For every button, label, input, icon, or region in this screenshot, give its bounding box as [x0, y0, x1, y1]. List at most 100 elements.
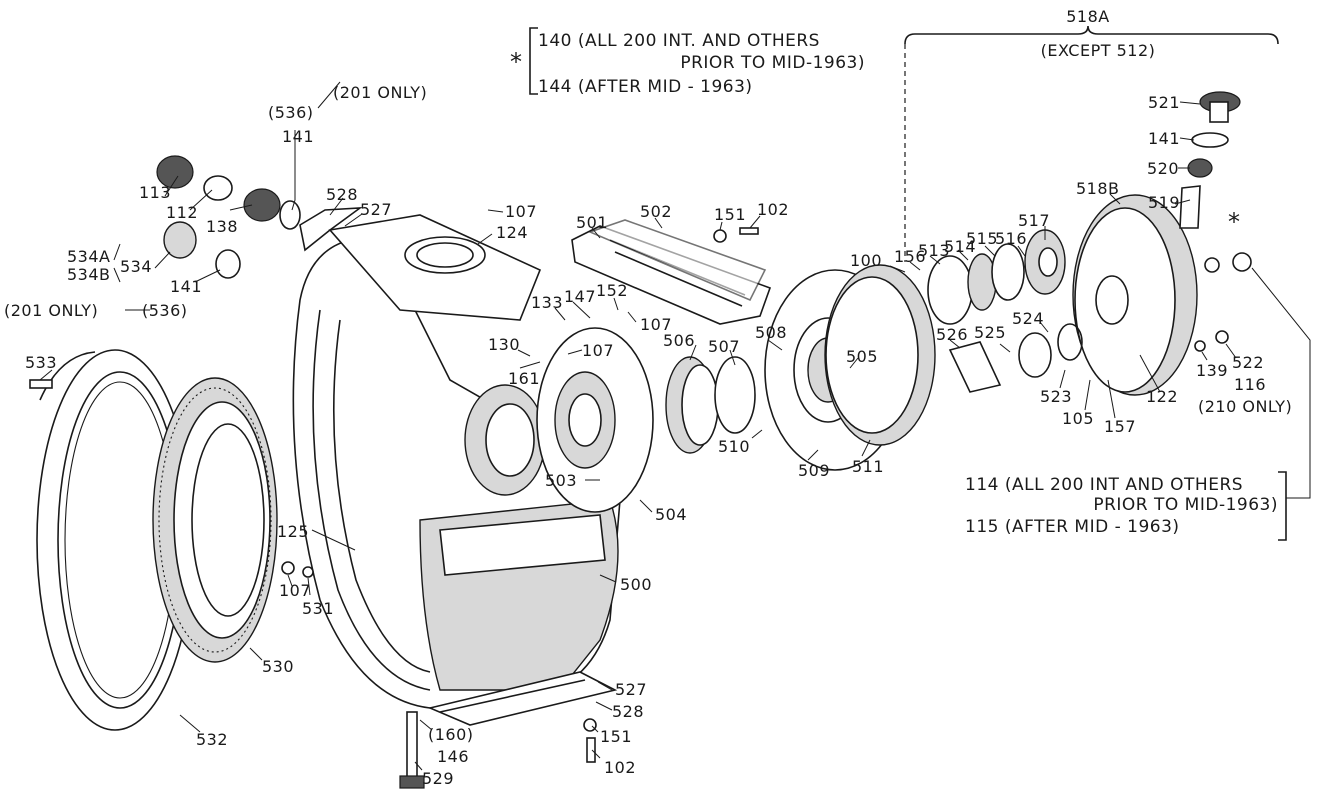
label-516: 516 [995, 229, 1027, 248]
cover-518b [1072, 194, 1198, 396]
label-511: 511 [852, 457, 884, 476]
hardware [29, 227, 1252, 789]
label-141b: 141 [170, 277, 202, 296]
housing-500 [292, 214, 621, 709]
label-107d: 107 [279, 581, 311, 600]
top-note-line3: 144 (AFTER MID - 1963) [538, 77, 753, 97]
top-note-line2: PRIOR TO MID-1963) [680, 53, 865, 73]
label-506: 506 [663, 331, 695, 350]
label-151b: 151 [600, 727, 632, 746]
label-156: 156 [894, 247, 926, 266]
label-522: 522 [1232, 353, 1264, 372]
label-528a: 528 [326, 185, 358, 204]
label-514: 514 [944, 237, 976, 256]
label-502: 502 [640, 202, 672, 221]
top-note-star: * [510, 48, 523, 76]
label-515: 515 [966, 229, 998, 248]
label-201-only-b: (201 ONLY) [4, 301, 98, 320]
label-534a: 534A [67, 247, 110, 266]
label-534: 534 [120, 257, 152, 276]
label-139: 139 [1196, 361, 1228, 380]
label-500: 500 [620, 575, 652, 594]
right-note: 114 (ALL 200 INT AND OTHERS PRIOR TO MID… [965, 267, 1311, 541]
gasket-501-502 [571, 219, 772, 325]
label-100: 100 [850, 251, 882, 270]
label-116: 116 [1234, 375, 1266, 394]
label-141a: 141 [282, 127, 314, 146]
label-520: 520 [1147, 159, 1179, 178]
label-528b: 528 [612, 702, 644, 721]
bearing-housing-504 [536, 327, 654, 513]
label-130: 130 [488, 335, 520, 354]
label-533: 533 [25, 353, 57, 372]
label-536b: (536) [142, 301, 188, 320]
label-138: 138 [206, 217, 238, 236]
label-210-only: (210 ONLY) [1198, 397, 1292, 416]
label-124: 124 [496, 223, 528, 242]
label-521: 521 [1148, 93, 1180, 112]
label-527b: 527 [615, 680, 647, 699]
label-531: 531 [302, 599, 334, 618]
label-507: 507 [708, 337, 740, 356]
label-152: 152 [596, 281, 628, 300]
label-157: 157 [1104, 417, 1136, 436]
leader-lines [39, 81, 1237, 771]
group-518a: 518A (EXCEPT 512) [904, 7, 1279, 262]
label-529: 529 [422, 769, 454, 788]
label-122: 122 [1146, 387, 1178, 406]
label-113: 113 [139, 183, 171, 202]
label-125: 125 [277, 522, 309, 541]
label-112: 112 [166, 203, 198, 222]
parts-523-526 [948, 323, 1083, 393]
label-501: 501 [576, 213, 608, 232]
top-note-line1: 140 (ALL 200 INT. AND OTHERS [538, 31, 820, 51]
label-505: 505 [846, 347, 878, 366]
label-518b: 518B [1076, 179, 1120, 198]
label-523: 523 [1040, 387, 1072, 406]
label-107a: 107 [505, 202, 537, 221]
label-141c: 141 [1148, 129, 1180, 148]
label-525: 525 [974, 323, 1006, 342]
impeller-530 [152, 377, 278, 663]
parts-513-517 [927, 229, 1066, 325]
label-105: 105 [1062, 409, 1094, 428]
label-151a: 151 [714, 205, 746, 224]
label-510: 510 [718, 437, 750, 456]
right-note-line2: PRIOR TO MID-1963) [1093, 495, 1278, 515]
label-519: 519 [1148, 193, 1180, 212]
group-brace [904, 25, 1279, 45]
label-527a: 527 [360, 200, 392, 219]
label-509: 509 [798, 461, 830, 480]
label-503: 503 [545, 471, 577, 490]
cover-ring-532 [36, 349, 194, 731]
parts-519-521 [1179, 91, 1241, 229]
right-note-bracket [1278, 471, 1287, 541]
label-530: 530 [262, 657, 294, 676]
seal-506 [665, 356, 756, 454]
label-107c: 107 [582, 341, 614, 360]
top-note: * 140 (ALL 200 INT. AND OTHERS PRIOR TO … [510, 27, 865, 97]
cap-511 [824, 264, 936, 446]
label-517: 517 [1018, 211, 1050, 230]
label-536a: (536) [268, 103, 314, 122]
gasket-528-top [299, 207, 363, 252]
label-102b: 102 [604, 758, 636, 777]
label-102a: 102 [757, 200, 789, 219]
label-star: * [1228, 208, 1241, 236]
right-note-line3: 115 (AFTER MID - 1963) [965, 517, 1180, 537]
label-107b: 107 [640, 315, 672, 334]
label-201-only-a: (201 ONLY) [333, 83, 427, 102]
part-labels: (536) (201 ONLY) 141 113 112 138 534A 53… [4, 83, 1292, 788]
fittings-112-113-138 [156, 155, 301, 279]
label-146: 146 [437, 747, 469, 766]
label-534b: 534B [67, 265, 111, 284]
right-note-leader [1251, 267, 1311, 499]
gasket-527-528-bottom [427, 671, 618, 726]
right-note-line1: 114 (ALL 200 INT AND OTHERS [965, 475, 1243, 495]
label-508: 508 [755, 323, 787, 342]
label-147: 147 [564, 287, 596, 306]
label-161: 161 [508, 369, 540, 388]
label-504: 504 [655, 505, 687, 524]
label-524: 524 [1012, 309, 1044, 328]
